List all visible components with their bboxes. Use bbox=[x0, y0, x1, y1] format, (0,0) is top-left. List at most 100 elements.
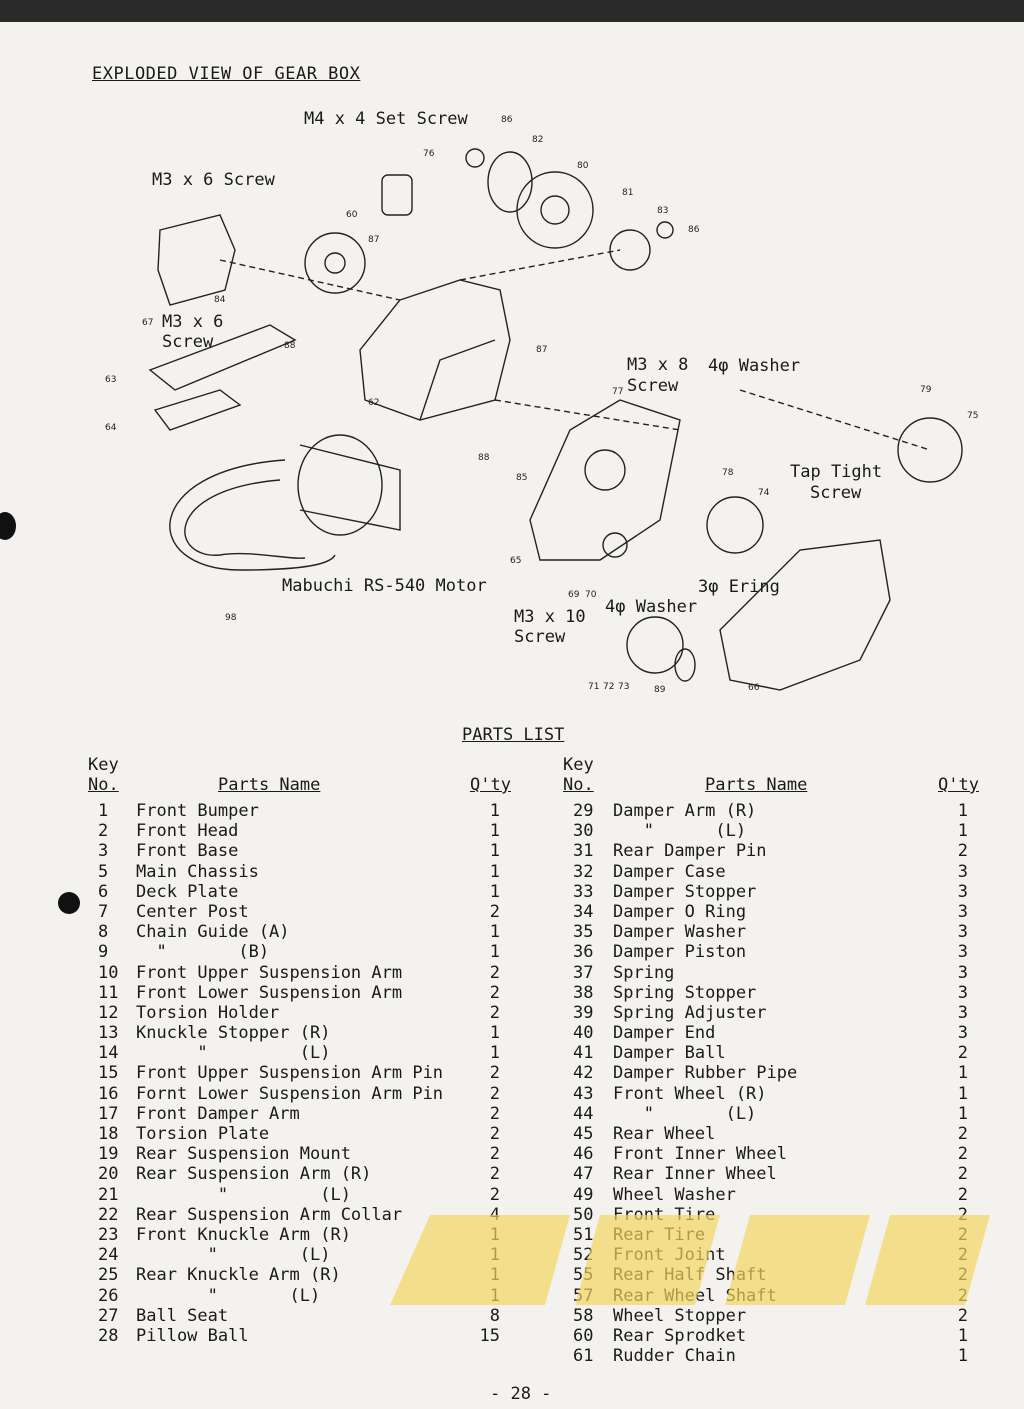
key-number: 50 bbox=[573, 1204, 594, 1225]
svg-text:65: 65 bbox=[510, 556, 521, 566]
part-qty: 2 bbox=[489, 1083, 500, 1104]
key-number: 36 bbox=[573, 942, 594, 963]
part-name: Rudder Chain bbox=[613, 1346, 736, 1367]
svg-text:87: 87 bbox=[536, 345, 547, 355]
part-qty: 2 bbox=[489, 1002, 500, 1023]
part-name: Knuckle Stopper (R) bbox=[136, 1023, 331, 1044]
part-qty: 1 bbox=[957, 1103, 968, 1124]
part-name: Rear Sprodket bbox=[613, 1325, 747, 1346]
controller-plate bbox=[148, 324, 297, 391]
part-qty: 2 bbox=[957, 1184, 968, 1205]
watermark-logo bbox=[390, 1215, 990, 1305]
part-name: Spring Stopper bbox=[613, 982, 757, 1003]
part-name: Deck Plate bbox=[136, 881, 239, 902]
part-qty: 1 bbox=[957, 1063, 968, 1084]
label-m3-8: M3 x 8 bbox=[627, 355, 689, 375]
key-number: 61 bbox=[573, 1346, 594, 1367]
label-m4-set-screw: M4 x 4 Set Screw bbox=[304, 109, 468, 129]
svg-text:98: 98 bbox=[225, 613, 237, 623]
part-name: Front Damper Arm bbox=[136, 1103, 300, 1124]
key-number: 6 bbox=[98, 881, 109, 902]
binder-hole bbox=[58, 892, 80, 914]
page-title: EXPLODED VIEW OF GEAR BOX bbox=[92, 64, 361, 84]
key-no-header: No. bbox=[88, 775, 119, 795]
key-no-header: No. bbox=[563, 775, 594, 795]
key-number: 40 bbox=[573, 1023, 594, 1044]
part-name: Torsion Holder bbox=[136, 1002, 280, 1023]
part-qty: 1 bbox=[957, 1325, 968, 1346]
key-number: 47 bbox=[573, 1164, 594, 1185]
parts-name-header: Parts Name bbox=[705, 775, 808, 795]
part-qty: 3 bbox=[957, 962, 968, 983]
key-number: 60 bbox=[573, 1325, 594, 1346]
label-e-ring: 3φ Ering bbox=[698, 577, 780, 597]
part-qty: 1 bbox=[489, 821, 500, 842]
svg-text:89: 89 bbox=[654, 685, 666, 695]
part-qty: 2 bbox=[489, 1144, 500, 1165]
key-number: 45 bbox=[573, 1124, 594, 1144]
svg-text:84: 84 bbox=[214, 295, 226, 305]
part-qty: 2 bbox=[489, 1124, 500, 1144]
label-washer-4b: 4φ Washer bbox=[605, 597, 698, 617]
motor-mount bbox=[157, 214, 236, 306]
part-name: Front Inner Wheel bbox=[613, 1144, 787, 1165]
part-name: Rear Knuckle Arm (R) bbox=[136, 1265, 341, 1286]
top-scan-band bbox=[0, 0, 1024, 22]
part-name: Wheel Washer bbox=[613, 1184, 736, 1205]
qty-header: Q'ty bbox=[470, 775, 511, 795]
part-qty: 2 bbox=[957, 1043, 968, 1064]
part-name: Damper Case bbox=[613, 861, 726, 882]
svg-text:87: 87 bbox=[368, 235, 379, 245]
part-qty: 1 bbox=[489, 841, 500, 862]
key-number: 25 bbox=[98, 1265, 119, 1286]
key-number: 2 bbox=[98, 821, 109, 842]
svg-text:77: 77 bbox=[612, 387, 623, 397]
part-name: Rear Suspension Mount bbox=[136, 1144, 351, 1165]
part-name: Damper Ball bbox=[613, 1043, 726, 1064]
key-number: 44 bbox=[573, 1103, 594, 1124]
part-name: Damper End bbox=[613, 1023, 716, 1044]
label-tap-tight-screw: Screw bbox=[810, 483, 862, 503]
part-name: Rear Suspension Arm Collar bbox=[136, 1204, 403, 1225]
key-number: 51 bbox=[573, 1224, 594, 1245]
svg-text:66: 66 bbox=[748, 683, 760, 693]
svg-text:81: 81 bbox=[622, 188, 633, 198]
part-name: " (L) bbox=[136, 1043, 331, 1064]
key-number: 8 bbox=[98, 922, 109, 943]
part-qty: 3 bbox=[957, 1002, 968, 1023]
part-name: Rear Wheel bbox=[613, 1124, 716, 1144]
gear-75 bbox=[897, 417, 963, 483]
key-number: 31 bbox=[573, 841, 594, 862]
key-number: 26 bbox=[98, 1285, 119, 1306]
part-name: Rear Inner Wheel bbox=[613, 1164, 777, 1185]
key-number: 43 bbox=[573, 1083, 594, 1104]
part-qty: 3 bbox=[957, 982, 968, 1003]
gear-71 bbox=[626, 616, 684, 674]
part-name: Spring Adjuster bbox=[613, 1002, 767, 1023]
key-number: 32 bbox=[573, 861, 594, 882]
svg-text:74: 74 bbox=[758, 488, 770, 498]
key-number: 49 bbox=[573, 1184, 594, 1205]
label-m3-6-mid: M3 x 6 bbox=[162, 312, 224, 332]
part-qty: 2 bbox=[957, 1144, 968, 1165]
parts-row: 49 Wheel Washer 2 bbox=[563, 1185, 983, 1205]
part-qty: 1 bbox=[489, 942, 500, 963]
key-number: 38 bbox=[573, 982, 594, 1003]
svg-text:69: 69 bbox=[568, 590, 580, 600]
parts-row: 44 " (L)1 bbox=[563, 1104, 983, 1124]
